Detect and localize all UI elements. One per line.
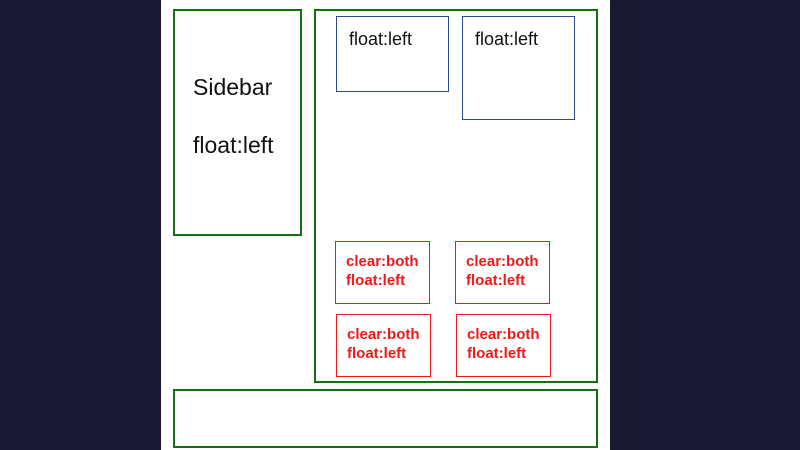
cleared-box-2: clear:both float:left — [455, 241, 550, 304]
clear-label: clear:both — [347, 326, 420, 343]
clear-label: clear:both — [466, 253, 539, 270]
page-canvas — [161, 0, 610, 450]
float-label: float:left — [347, 345, 407, 362]
cleared-box-1: clear:both float:left — [335, 241, 430, 304]
sidebar-box: Sidebar float:left — [173, 9, 302, 236]
cleared-box-4: clear:both float:left — [456, 314, 551, 377]
clear-label: clear:both — [467, 326, 540, 343]
main-container — [314, 9, 598, 383]
cleared-box-3: clear:both float:left — [336, 314, 431, 377]
float-label: float:left — [467, 345, 527, 362]
footer-box — [173, 389, 598, 448]
float-box-2: float:left — [462, 16, 575, 120]
float-box-label: float:left — [349, 29, 413, 49]
float-box-1: float:left — [336, 16, 449, 92]
sidebar-subtitle: float:left — [193, 132, 274, 158]
float-label: float:left — [466, 272, 526, 289]
float-box-label: float:left — [475, 29, 539, 49]
sidebar-title: Sidebar — [193, 74, 273, 100]
float-label: float:left — [346, 272, 406, 289]
clear-label: clear:both — [346, 253, 419, 270]
